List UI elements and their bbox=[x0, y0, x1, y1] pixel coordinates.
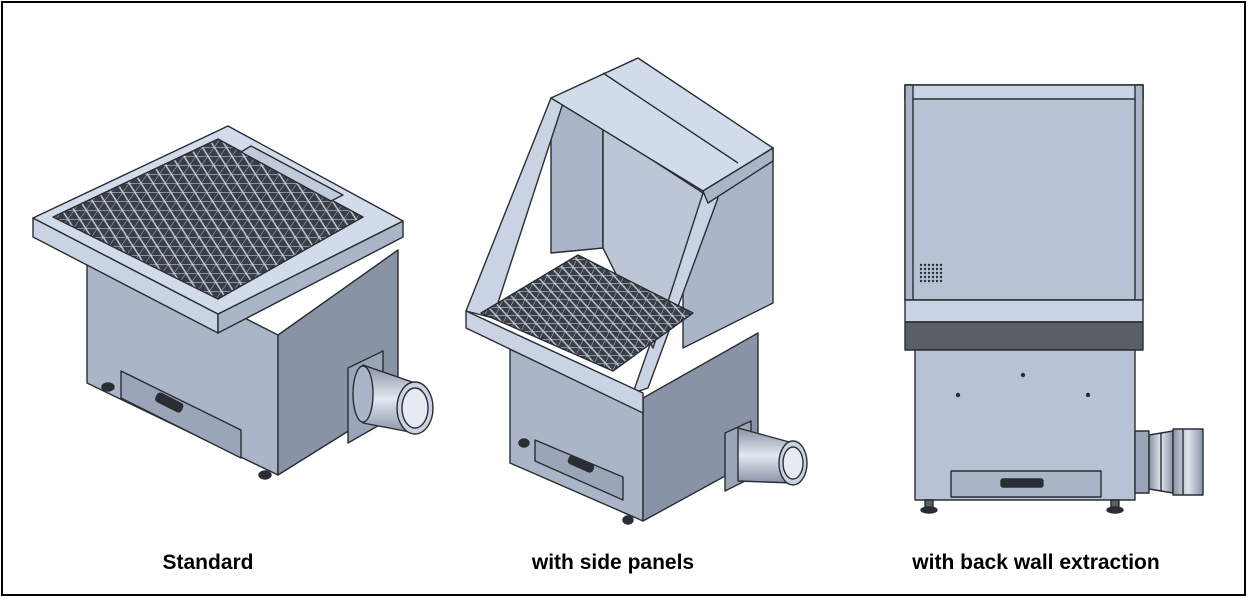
vent-grid bbox=[919, 263, 943, 283]
standard-unit bbox=[32, 125, 434, 480]
caption-standard: Standard bbox=[162, 551, 254, 574]
back-wall-unit bbox=[904, 84, 1204, 514]
illustration-canvas bbox=[32, 57, 1204, 525]
side-panels-unit bbox=[465, 57, 808, 525]
caption-side-panels: with side panels bbox=[531, 551, 695, 574]
caption-back-wall-extraction: with back wall extraction bbox=[912, 551, 1160, 574]
